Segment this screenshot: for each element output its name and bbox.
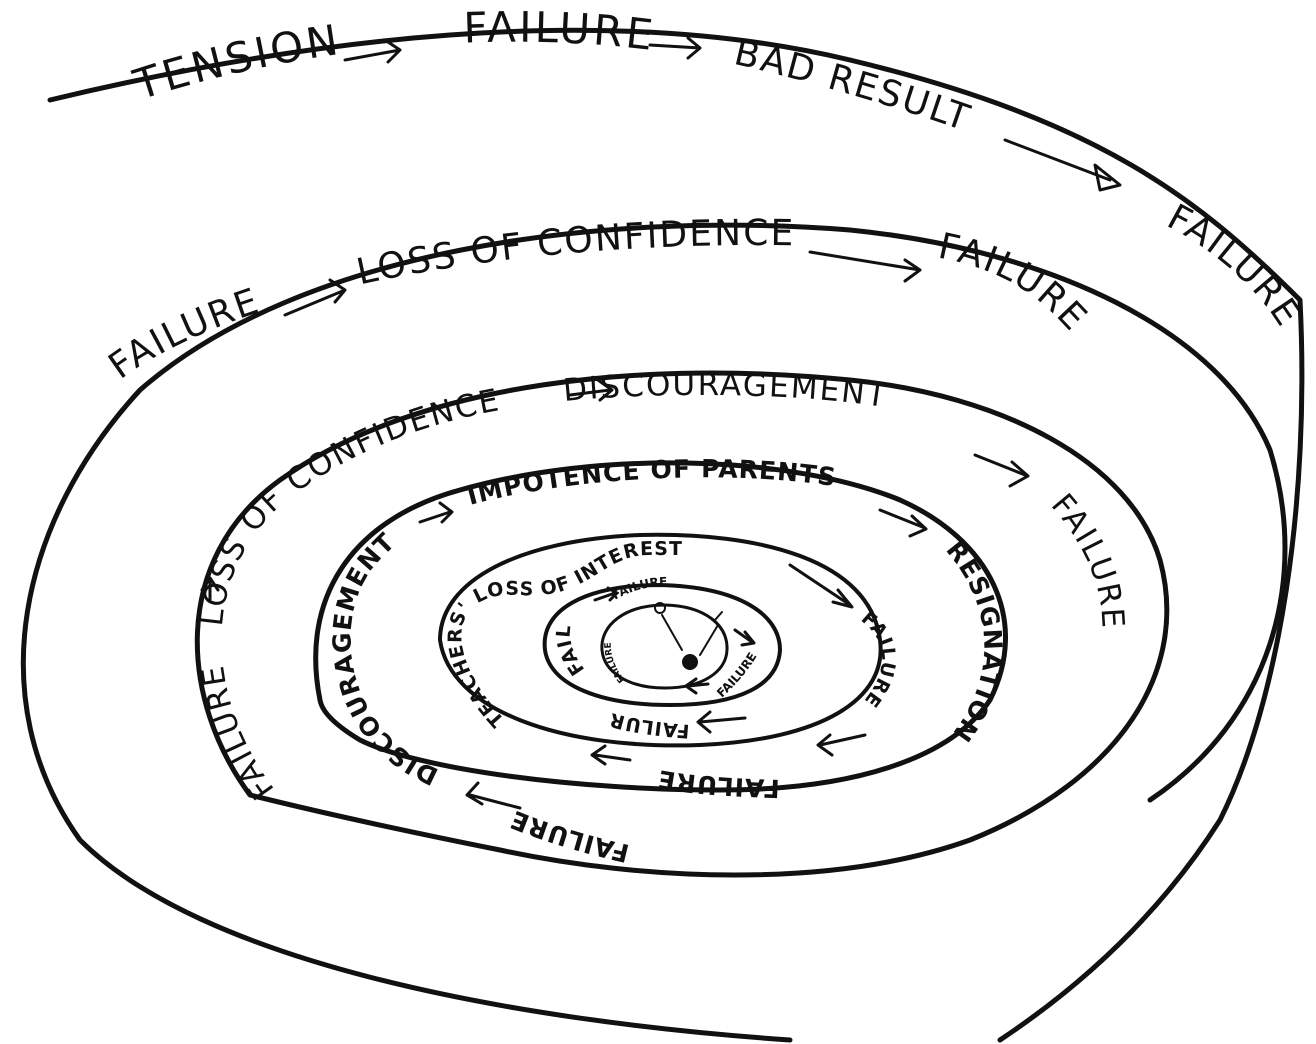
ring3-failure-right-label: FAILURE [1044, 487, 1131, 631]
ring5-failure-right-label: FAILURE [857, 607, 899, 712]
ring4-resignation-label: RESIGNATION [941, 535, 1008, 747]
ring5-failure-left-label: FAILURE [0, 0, 589, 679]
ring4-impotence-of-parents-label: IMPOTENCE OF PARENTS [464, 454, 838, 510]
figure-icon [655, 603, 722, 669]
ring4-failure-bottom-right-label: FAILURE [655, 764, 780, 803]
ring4-failure-bottom-label: FAILURE [506, 804, 632, 868]
ring3-failure-label: FAILURE [195, 662, 282, 806]
ring1-tension-label: TENSION [127, 15, 344, 110]
ring3-discouragement-label: DISCOURAGEMENT [562, 367, 890, 415]
ring-4-curve [316, 463, 1006, 790]
ring1-failure-label: FAILURE [463, 3, 658, 61]
ring-2-curve [23, 225, 1285, 1040]
ring2-failure-a-label: FAILURE [102, 281, 266, 388]
ring6-failure-top-label: FAILURE [610, 575, 668, 603]
ring2-loss-of-confidence-label: LOSS OF CONFIDENCE [353, 213, 795, 293]
ring7-failure-label: FAILURE [604, 642, 628, 684]
ring1-failure-b-label: FAILURE [1161, 197, 1309, 335]
ring6-failure-right-label: FAILURE [714, 650, 759, 700]
